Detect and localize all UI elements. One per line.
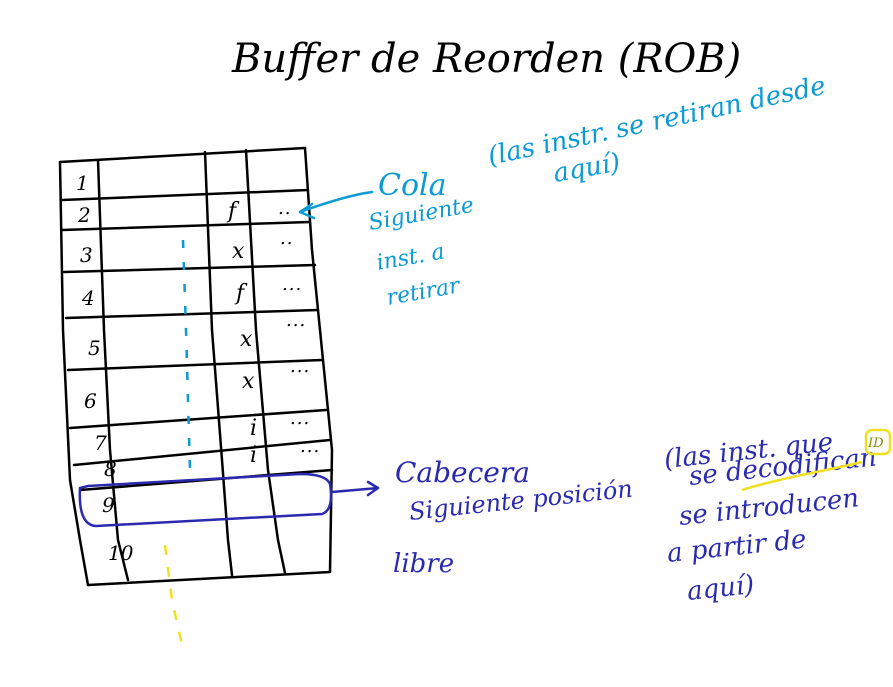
row-number: 2 (77, 203, 91, 227)
cabecera-label: Cabecera (395, 456, 530, 489)
rob-row-numbers: 1 2 3 4 5 6 7 8 9 10 (76, 171, 134, 565)
row-number: 10 (108, 541, 134, 565)
id-badge: ID (867, 436, 884, 451)
row-number: 8 (104, 457, 117, 481)
status-mark: i (250, 443, 257, 468)
row-number: 7 (94, 431, 107, 455)
status-mark: x (232, 239, 245, 264)
row-number: 3 (80, 243, 93, 267)
diagram-title: Buffer de Reorden (ROB) (231, 36, 741, 82)
dots-mark: ... (290, 408, 310, 429)
status-mark: x (242, 369, 255, 394)
dots-mark: ... (282, 274, 302, 295)
id-badge-box (864, 428, 892, 456)
cola-desc-line: retirar (385, 273, 463, 311)
cola-arrow (298, 190, 374, 220)
dots-mark: .. (280, 228, 293, 249)
rob-dots: .. .. ... ... ... ... ... (278, 198, 320, 457)
status-mark: x (240, 327, 253, 352)
dots-mark: .. (278, 198, 291, 219)
cyan-dashed-line (181, 239, 192, 471)
dots-mark: ... (286, 310, 306, 331)
cabecera-note-line: aquí) (686, 570, 756, 607)
cabecera-note-line: se introducen (678, 483, 861, 532)
cabecera-arrow (330, 480, 380, 497)
row-number: 9 (102, 493, 115, 517)
cabecera-desc-line: libre (393, 549, 454, 579)
status-mark: i (250, 416, 257, 441)
cola-desc-line: inst. a (375, 239, 447, 276)
rob-status-marks: f x f x x i i (226, 199, 257, 468)
dots-mark: ... (290, 356, 310, 377)
row-number: 6 (84, 389, 97, 413)
row-number: 5 (88, 336, 101, 360)
dots-mark: ... (300, 436, 320, 457)
decodifican-underline (741, 460, 863, 492)
status-mark: f (226, 199, 240, 224)
cola-label: Cola (378, 168, 447, 203)
cola-note-line: (las instr. se retiran desde (485, 71, 828, 172)
status-mark: f (234, 281, 248, 306)
row-number: 4 (81, 286, 95, 310)
cola-annotation: Cola Siguiente inst. a retirar (las inst… (298, 71, 828, 311)
yellow-dashed-line (163, 544, 184, 646)
row-number: 1 (76, 171, 89, 195)
cabecera-highlight-box (78, 472, 333, 528)
